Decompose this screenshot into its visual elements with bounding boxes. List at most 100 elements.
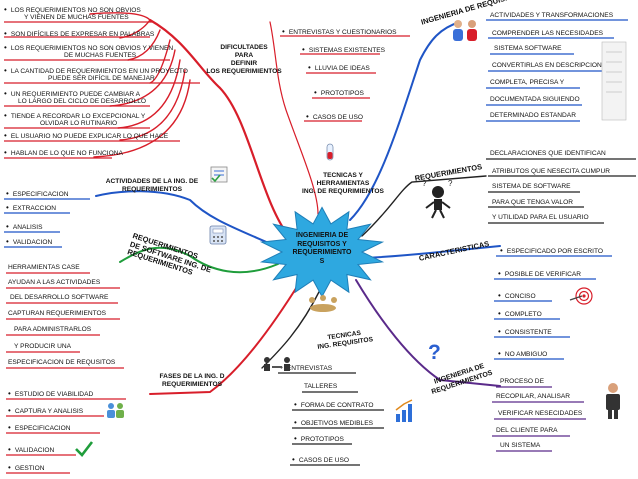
dificultades-title: DIFICULTADES PARA DEFINIR LOS REQUERIMIE…	[198, 44, 290, 76]
ing-requisitos-branch	[349, 21, 461, 221]
ing-reqm-item-3: VERIFICAR NESECIDADES	[498, 410, 583, 417]
center-line-1: INGENIERIA DE	[295, 232, 349, 239]
herr-item-prototipos: PROTOTIPOS	[314, 89, 364, 98]
growth-chart-icon	[395, 399, 413, 422]
herr-item-sistemas: SISTEMAS EXISTENTES	[302, 46, 385, 55]
dificultad-item-5b: LO LARGO DEL CICLO DE DESARROLLO	[18, 98, 147, 105]
actividades-title-line-2: REQUERIMIENTOS	[122, 186, 182, 193]
actividad-item-4: VALIDACION	[6, 238, 52, 247]
caract-item-4: COMPLETO	[498, 310, 542, 319]
fases-branch	[149, 281, 301, 395]
ing-req-item-5: COMPLETA, PRECISA Y	[490, 79, 565, 86]
fase-item-4: VALIDACION	[8, 446, 54, 455]
center-title: INGENIERIA DE REQUISITOS Y REQUERIMIENTO…	[282, 232, 362, 266]
herramienta-item-3: DEL DESARROLLO SOFTWARE	[10, 294, 109, 301]
fases-title-line-1: FASES DE LA ING. D	[159, 373, 225, 380]
dificultades-fan-5	[109, 49, 176, 107]
dificultad-item-6a: TIENDE A RECORDAR LO EXCEPCIONAL Y	[4, 112, 145, 121]
dificultades-branch	[148, 18, 292, 240]
herramientas-case-branch	[119, 246, 279, 274]
caract-item-1: ESPECIFICADO POR ESCRITO	[500, 247, 603, 256]
ing-reqm-item-1: PROCESO DE	[500, 378, 544, 385]
dificultad-item-4a: LA CANTIDAD DE REQUERIMIENTOS EN UN PROY…	[4, 67, 188, 76]
dificultad-item-3a: LOS REQUERIMIENTOS NO SON OBVIOS Y VIENE…	[4, 44, 173, 53]
requerimientos-branch	[361, 175, 487, 237]
ing-req-item-2: COMPRENDER LAS NECESIDADES	[492, 30, 604, 37]
calculator-icon	[209, 225, 227, 245]
tecnicas-herr-title: TECNICAS Y HERRAMIENTAS ING. DE REQURIMI…	[282, 172, 404, 196]
fase-item-3: ESPECIFICACION	[8, 424, 71, 433]
caract-item-6: NO AMBIGUO	[498, 350, 548, 359]
ing-req-item-7: DETERMINADO ESTANDAR	[490, 112, 576, 119]
test-tube-icon	[326, 143, 334, 161]
actividades-branch	[95, 190, 281, 249]
meeting-icon	[309, 295, 337, 312]
interview-icon	[264, 357, 290, 371]
dificultades-title-line-2: PARA	[234, 52, 254, 59]
ing-requerimientos-branch	[355, 279, 501, 387]
herramienta-item-5: PARA ADMINISTRARLOS	[14, 326, 92, 333]
actividad-item-3: ANALISIS	[6, 223, 43, 232]
tecnica-item-6: CASOS DE USO	[292, 456, 349, 465]
tecnica-item-1: ENTREVISTAS	[280, 364, 332, 373]
thinking-person-icon: ? ?	[422, 179, 453, 219]
requerimientos-item-2: ATRIBUTOS QUE NESECITA CUMPUR	[492, 168, 610, 175]
requerimientos-item-5: Y UTILIDAD PARA EL USUARIO	[492, 214, 589, 221]
fases-title-line-2: REQUERIMIENTOS	[162, 381, 222, 388]
herr-item-lluvia: LLUVIA DE IDEAS	[308, 64, 370, 73]
tecnica-item-4: OBJETIVOS MEDIBLES	[294, 419, 373, 428]
center-line-4: S	[319, 257, 325, 265]
question-mark-icon: ?	[428, 341, 441, 362]
herramienta-item-4: CAPTURAN REQUERIMIENTOS	[8, 310, 107, 317]
caract-item-5: CONSISTENTE	[498, 328, 552, 337]
svg-text:?: ?	[448, 179, 453, 188]
dificultad-item-6b: OLVIDAR LO RUTINARIO	[40, 120, 118, 127]
caract-item-2: POSIBLE DE VERIFICAR	[498, 270, 581, 279]
tecnica-item-5: PROTOTIPOS	[294, 435, 344, 444]
actividades-title: ACTIVIDADES DE LA ING. DE REQUERIMIENTOS	[96, 178, 208, 194]
fases-title: FASES DE LA ING. D REQUERIMIENTOS	[150, 373, 234, 389]
herramienta-item-2: AYUDAN A LAS ACTIVIDADES	[8, 279, 101, 286]
requerimientos-item-4: PARA QUE TENGA VALOR	[492, 199, 573, 206]
tecnicas-herr-title-line-1: TECNICAS Y	[323, 172, 363, 179]
tecnicas-herr-title-line-3: ING. DE REQURIMIENTOS	[302, 188, 384, 195]
herr-item-casos: CASOS DE USO	[306, 113, 363, 122]
caract-item-3: CONCISO	[498, 292, 536, 301]
dificultad-item-7: EL USUARIO NO PUEDE EXPLICAR LO QUE HACE	[4, 132, 168, 141]
checkmark-icon	[75, 441, 94, 457]
ing-reqm-item-4: DEL CLIENTE PARA	[496, 427, 558, 434]
ing-reqm-item-5: UN SISTEMA	[500, 442, 541, 449]
ing-req-item-4: CONVERTIRLAS EN DESCRIPCION	[492, 62, 602, 69]
center-line-3: REQUERIMIENTO	[292, 249, 352, 256]
fase-item-1: ESTUDIO DE VIABILIDAD	[8, 390, 93, 399]
dificultades-title-line-3: DEFINIR	[230, 60, 258, 67]
fase-item-5: GESTION	[8, 464, 45, 473]
checklist-icon	[210, 166, 228, 183]
requerimientos-item-3: SISTEMA DE SOFTWARE	[492, 183, 571, 190]
dificultades-title-line-1: DIFICULTADES	[220, 44, 268, 51]
dificultad-item-1b: Y VIENEN DE MUCHAS FUENTES	[24, 14, 129, 21]
herramienta-item-1: HERRAMIENTAS CASE	[8, 264, 80, 271]
tecnica-item-3: FORMA DE CONTRATO	[294, 401, 374, 410]
dificultad-item-8: HABLAN DE LO QUE NO FUNCIONA	[4, 149, 123, 158]
actividades-title-line-1: ACTIVIDADES DE LA ING. DE	[105, 178, 199, 185]
ing-req-item-6: DOCUMENTADA SIGUIENDO	[490, 96, 580, 103]
dificultad-item-3b: DE MUCHAS FUENTES	[64, 52, 137, 59]
people-icon	[107, 403, 124, 418]
ing-req-item-3: SISTEMA SOFTWARE	[494, 45, 562, 52]
actividad-item-2: EXTRACCION	[6, 204, 56, 213]
businessman-icon	[606, 383, 620, 419]
herr-item-entrevistas: ENTREVISTAS Y CUESTIONARIOS	[282, 28, 397, 37]
target-icon	[569, 287, 593, 305]
ing-req-item-1: ACTIVIDADES Y TRANSFORMACIONES	[490, 12, 614, 19]
document-stack-icon	[601, 41, 627, 121]
tecnicas-herr-title-line-2: HERRAMIENTAS	[316, 180, 370, 187]
dificultad-item-4b: PUEDE SER DIFÍCIL DE MANEJAR	[48, 75, 155, 82]
center-line-2: REQUISITOS Y	[297, 240, 347, 248]
requerimientos-item-1: DECLARACIONES QUE IDENTIFICAN	[490, 150, 606, 157]
svg-text:?: ?	[422, 179, 427, 188]
svg-text:?: ?	[428, 341, 441, 362]
dificultades-title-line-4: LOS REQUERIMIENTOS	[206, 68, 282, 75]
dificultad-item-5a: UN REQUERIMIENTO PUEDE CAMBIAR A	[4, 90, 140, 99]
